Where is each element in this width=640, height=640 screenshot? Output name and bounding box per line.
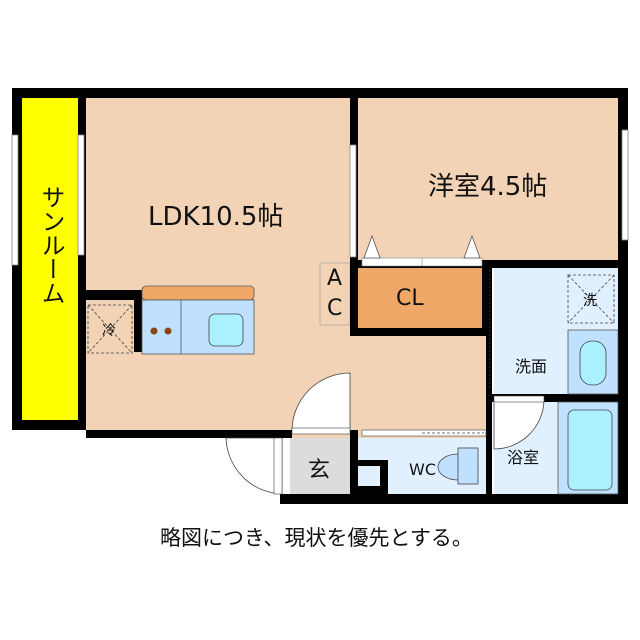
sunroom-label: サンルーム [37, 185, 65, 305]
washer-label: 洗 [583, 293, 597, 309]
western-room-label: 洋室4.5帖 [428, 172, 548, 202]
fridge-label: 冷 [102, 323, 116, 339]
toilet-label: WC [409, 460, 436, 479]
washroom-label: 洗面 [515, 357, 548, 376]
ldk-fill [86, 98, 350, 438]
western-room-fill [358, 98, 618, 260]
sunroom-fill [22, 98, 78, 420]
disclaimer-note: 略図につき、現状を優先とする。 [160, 526, 473, 550]
ldk-label: LDK10.5帖 [148, 202, 284, 232]
entrance-fill [290, 438, 350, 494]
windows [11, 129, 629, 266]
bathroom-label: 浴室 [507, 448, 540, 467]
ac-label-bottom: C [327, 296, 343, 321]
closet-fill [358, 268, 482, 328]
entrance-label: 玄 [308, 458, 331, 483]
ac-label-top: A [327, 266, 343, 291]
ac-box [319, 262, 351, 326]
closet-label: CL [396, 286, 424, 311]
